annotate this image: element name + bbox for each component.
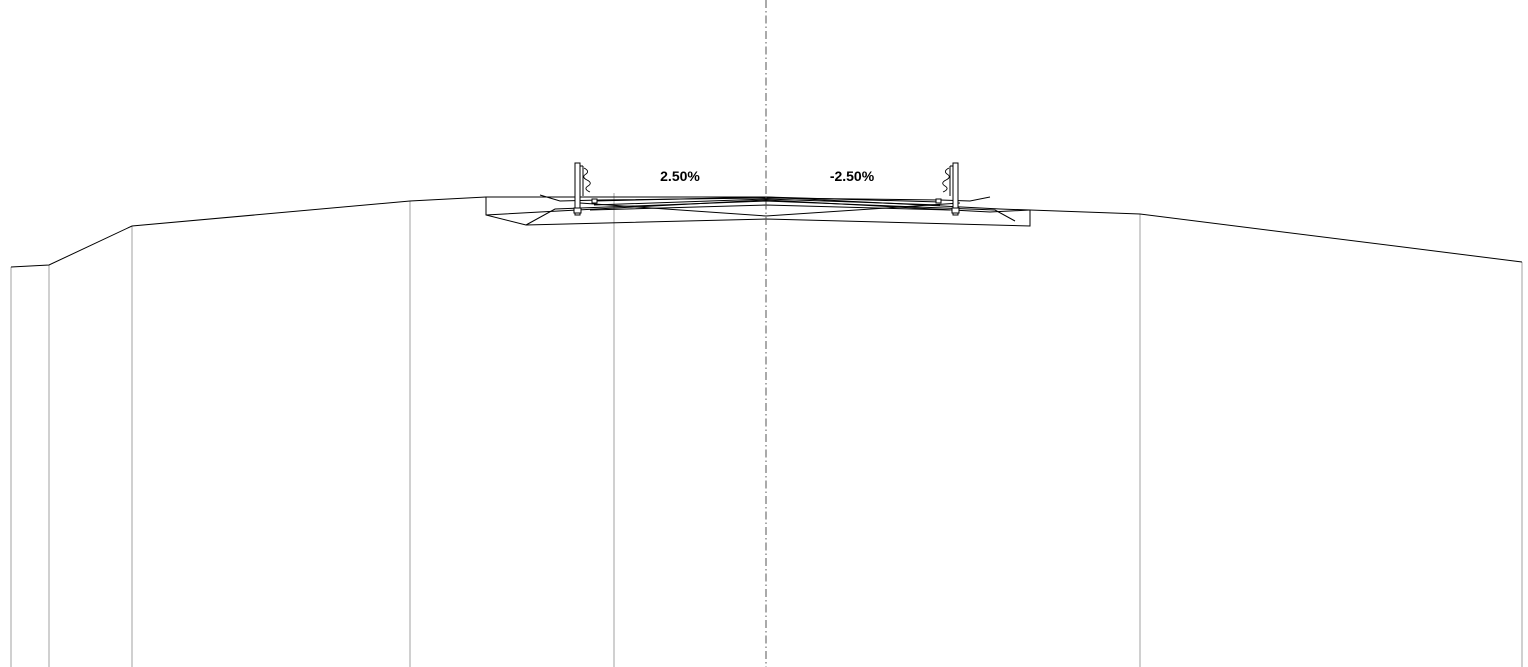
reflector-icon	[583, 167, 591, 193]
pavement-top	[593, 198, 941, 206]
pavement-layer	[579, 202, 961, 217]
pavement-layer	[525, 200, 1016, 226]
right-barrier-post	[935, 162, 960, 216]
pavement-outline	[485, 196, 1031, 227]
rail-end	[935, 198, 942, 204]
left-barrier-post	[573, 162, 598, 216]
rail-end	[591, 198, 598, 204]
slope-label-right: -2.50%	[830, 168, 875, 184]
road-section	[485, 194, 1031, 227]
station-lines	[10, 193, 1523, 667]
post-base	[951, 207, 960, 214]
existing-ground-line-right	[1029, 209, 1523, 263]
post	[574, 162, 581, 216]
pavement-layer	[485, 199, 1031, 216]
post-base	[573, 207, 582, 214]
reflector-icon	[942, 167, 950, 193]
post	[952, 162, 959, 216]
existing-ground-line	[10, 196, 487, 268]
slope-label-left: 2.50%	[660, 168, 700, 184]
